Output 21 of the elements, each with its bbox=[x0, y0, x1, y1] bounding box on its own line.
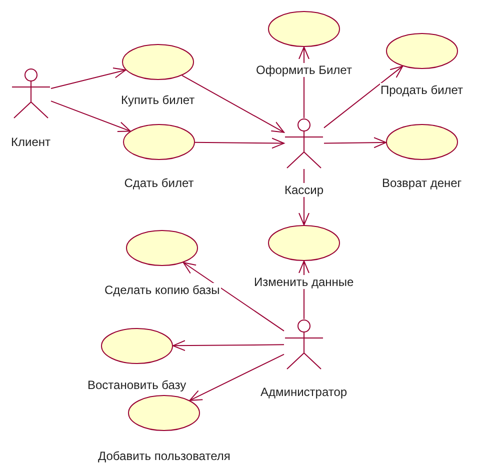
arrow bbox=[172, 340, 284, 352]
use-case-label: Продать билет bbox=[380, 83, 464, 97]
arrow bbox=[50, 100, 131, 132]
use-case-label: Добавить пользователя bbox=[97, 449, 232, 463]
arrow bbox=[189, 354, 284, 401]
arrow bbox=[182, 262, 284, 332]
actor-label: Клиент bbox=[10, 135, 52, 149]
arrow bbox=[50, 68, 126, 90]
use-case-label: Сдать билет bbox=[123, 176, 195, 190]
arrow bbox=[194, 138, 284, 149]
use-case-label: Возврат денег bbox=[381, 176, 463, 190]
use-case-label: Купить билет bbox=[120, 93, 196, 107]
use-case-label: Сделать копию базы bbox=[104, 283, 221, 297]
arrow bbox=[324, 137, 386, 148]
arrow bbox=[324, 66, 404, 128]
use-case-label: Оформить Билет bbox=[255, 63, 353, 77]
actor-label: Кассир bbox=[284, 183, 325, 197]
arrow bbox=[182, 74, 284, 133]
use-case-label: Востановить базу bbox=[86, 378, 188, 392]
actor-label: Администратор bbox=[260, 385, 348, 399]
use-case-label: Изменить данные bbox=[253, 275, 355, 289]
